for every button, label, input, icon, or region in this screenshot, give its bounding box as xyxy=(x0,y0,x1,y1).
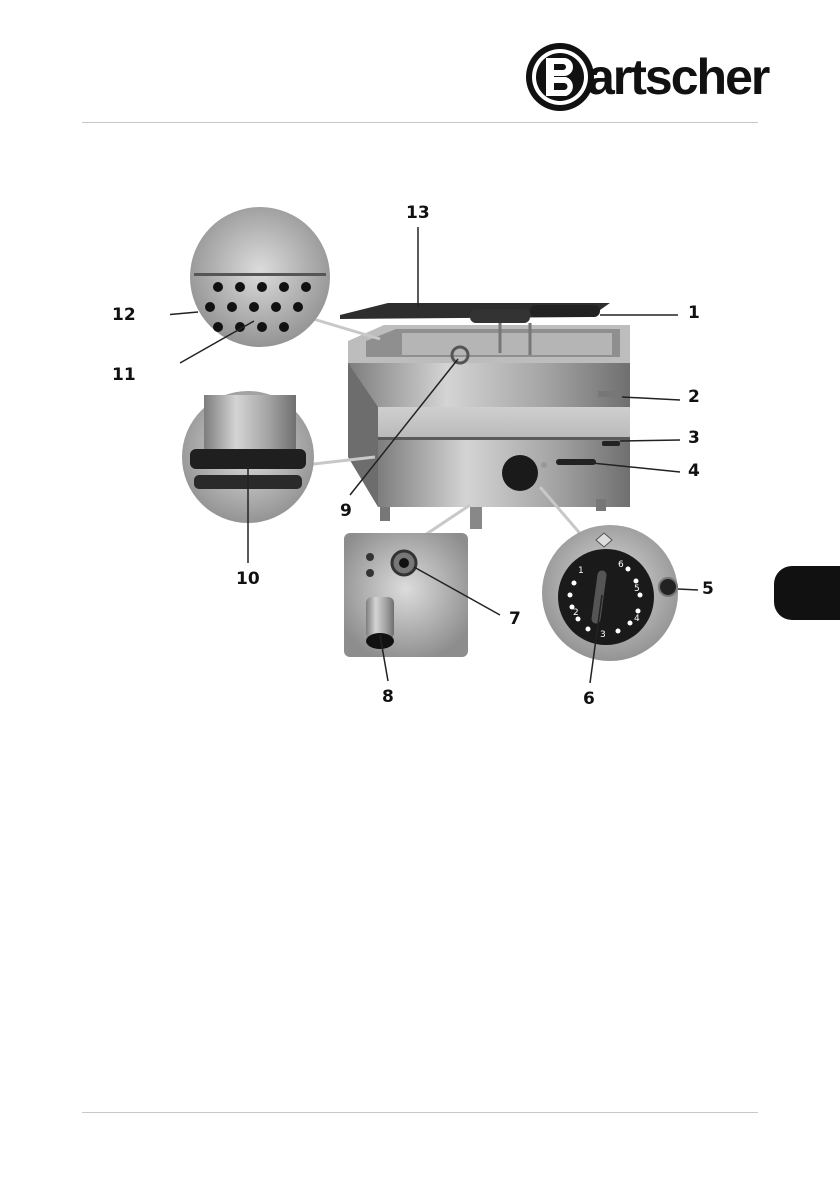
callout-11: 11 xyxy=(112,365,136,385)
dial-mark-6: 6 xyxy=(618,560,624,570)
callout-9: 9 xyxy=(340,501,352,521)
callout-7: 7 xyxy=(509,609,521,629)
brand-b-icon xyxy=(525,40,595,114)
brand-wordmark: artscher xyxy=(587,42,768,112)
callout-4: 4 xyxy=(688,461,700,481)
section-tab xyxy=(774,566,840,620)
callout-2: 2 xyxy=(688,387,700,407)
callout-6: 6 xyxy=(583,689,595,709)
detail-drain xyxy=(344,505,470,657)
dial-mark-4: 4 xyxy=(634,614,640,624)
header-rule xyxy=(82,122,758,123)
fryer-parts-figure: 1 2 3 4 5 6 1 2 3 4 5 6 7 8 9 10 xyxy=(170,195,730,715)
fryer-body xyxy=(340,303,630,529)
callout-13: 13 xyxy=(406,203,430,223)
footer-rule xyxy=(82,1112,758,1113)
callout-12: 12 xyxy=(112,305,136,325)
callout-1: 1 xyxy=(688,303,700,323)
dial-mark-1: 1 xyxy=(578,566,584,576)
callout-3: 3 xyxy=(688,428,700,448)
detail-dial: 1 2 3 4 5 6 xyxy=(540,487,678,661)
detail-basket xyxy=(190,207,380,347)
callout-5: 5 xyxy=(702,579,714,599)
brand-logo: artscher xyxy=(525,40,755,120)
dial-mark-5: 5 xyxy=(634,584,640,594)
dial-mark-3: 3 xyxy=(600,630,606,640)
callout-10: 10 xyxy=(236,569,260,589)
dial-mark-2: 2 xyxy=(573,608,579,618)
fryer-illustration: 1 2 3 4 5 6 xyxy=(170,195,730,715)
callout-8: 8 xyxy=(382,687,394,707)
